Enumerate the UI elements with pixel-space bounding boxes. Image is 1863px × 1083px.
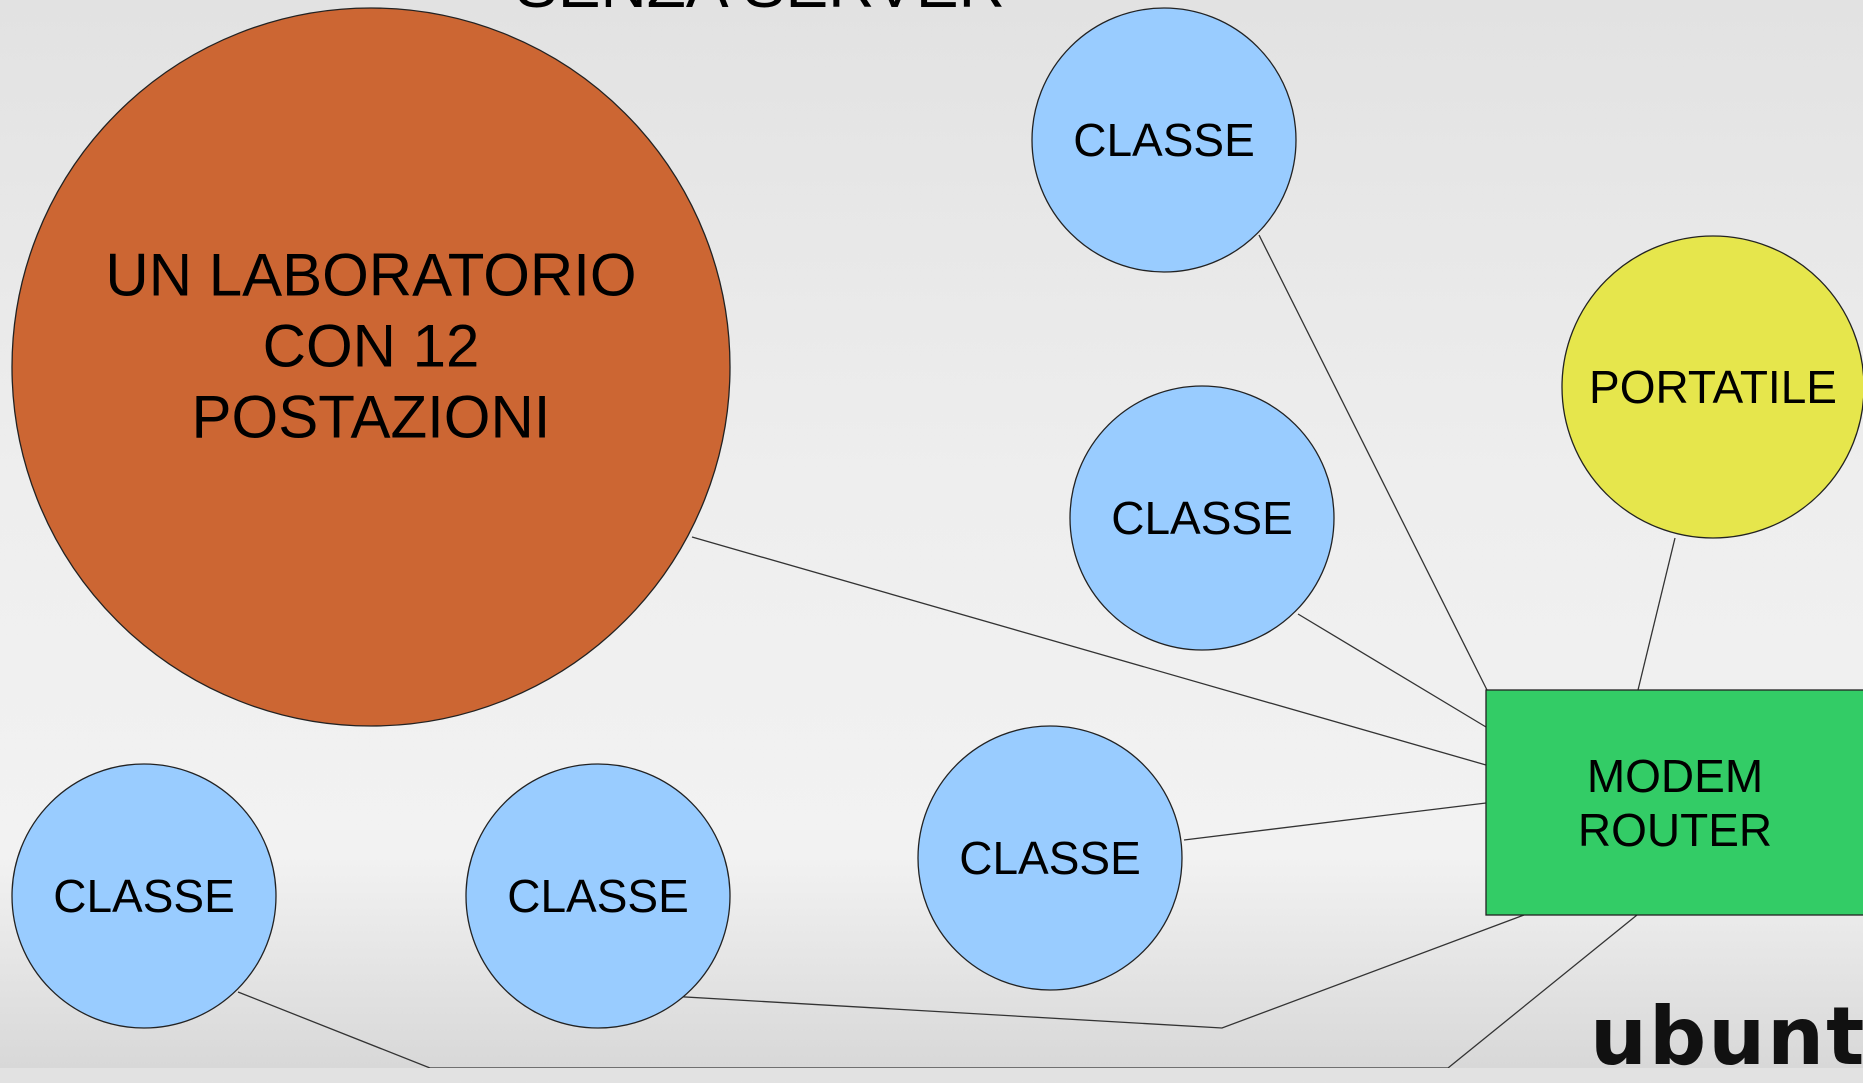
classe-node: CLASSE — [1031, 7, 1297, 273]
classe-circle — [917, 725, 1183, 991]
classe-node: CLASSE — [465, 763, 731, 1029]
router-label-line-2: ROUTER — [1578, 804, 1772, 856]
router-node: MODEM ROUTER — [1485, 689, 1863, 916]
link-classe5-router — [237, 914, 1638, 1068]
link-classe3-router — [1183, 802, 1487, 841]
classe-label: CLASSE — [507, 870, 689, 922]
classe-circle — [1031, 7, 1297, 273]
link-classe1-router — [1258, 234, 1488, 691]
link-portatile-router — [1637, 537, 1676, 691]
classe-circle — [1069, 385, 1335, 651]
classe-circle — [465, 763, 731, 1029]
classe-label: CLASSE — [53, 870, 235, 922]
portatile-node: PORTATILE — [1561, 235, 1863, 539]
portatile-circle — [1561, 235, 1863, 539]
classe-circle — [11, 763, 277, 1029]
lab-circle — [11, 7, 731, 727]
link-classe4-router — [598, 914, 1525, 1029]
slide-title: SENZA SERVER — [300, 0, 1220, 22]
link-classe2-router — [1297, 613, 1487, 728]
classe-node: CLASSE — [1069, 385, 1335, 651]
router-box — [1485, 689, 1863, 916]
ubuntu-logo: ubuntu — [1590, 990, 1863, 1083]
classe-label: CLASSE — [1111, 492, 1293, 544]
lab-label-line-2: CON 12 — [263, 313, 480, 380]
lab-label-line-1: UN LABORATORIO — [105, 242, 636, 309]
classe-node: CLASSE — [917, 725, 1183, 991]
portatile-label: PORTATILE — [1589, 361, 1837, 413]
link-lab-router — [691, 536, 1487, 766]
classe-label: CLASSE — [959, 832, 1141, 884]
lab-label-line-3: POSTAZIONI — [192, 384, 551, 451]
classe-label: CLASSE — [1073, 114, 1255, 166]
connections — [237, 234, 1676, 1068]
classe-node: CLASSE — [11, 763, 277, 1029]
router-label-line-1: MODEM — [1587, 750, 1763, 802]
lab-node: UN LABORATORIO CON 12 POSTAZIONI — [11, 7, 731, 727]
